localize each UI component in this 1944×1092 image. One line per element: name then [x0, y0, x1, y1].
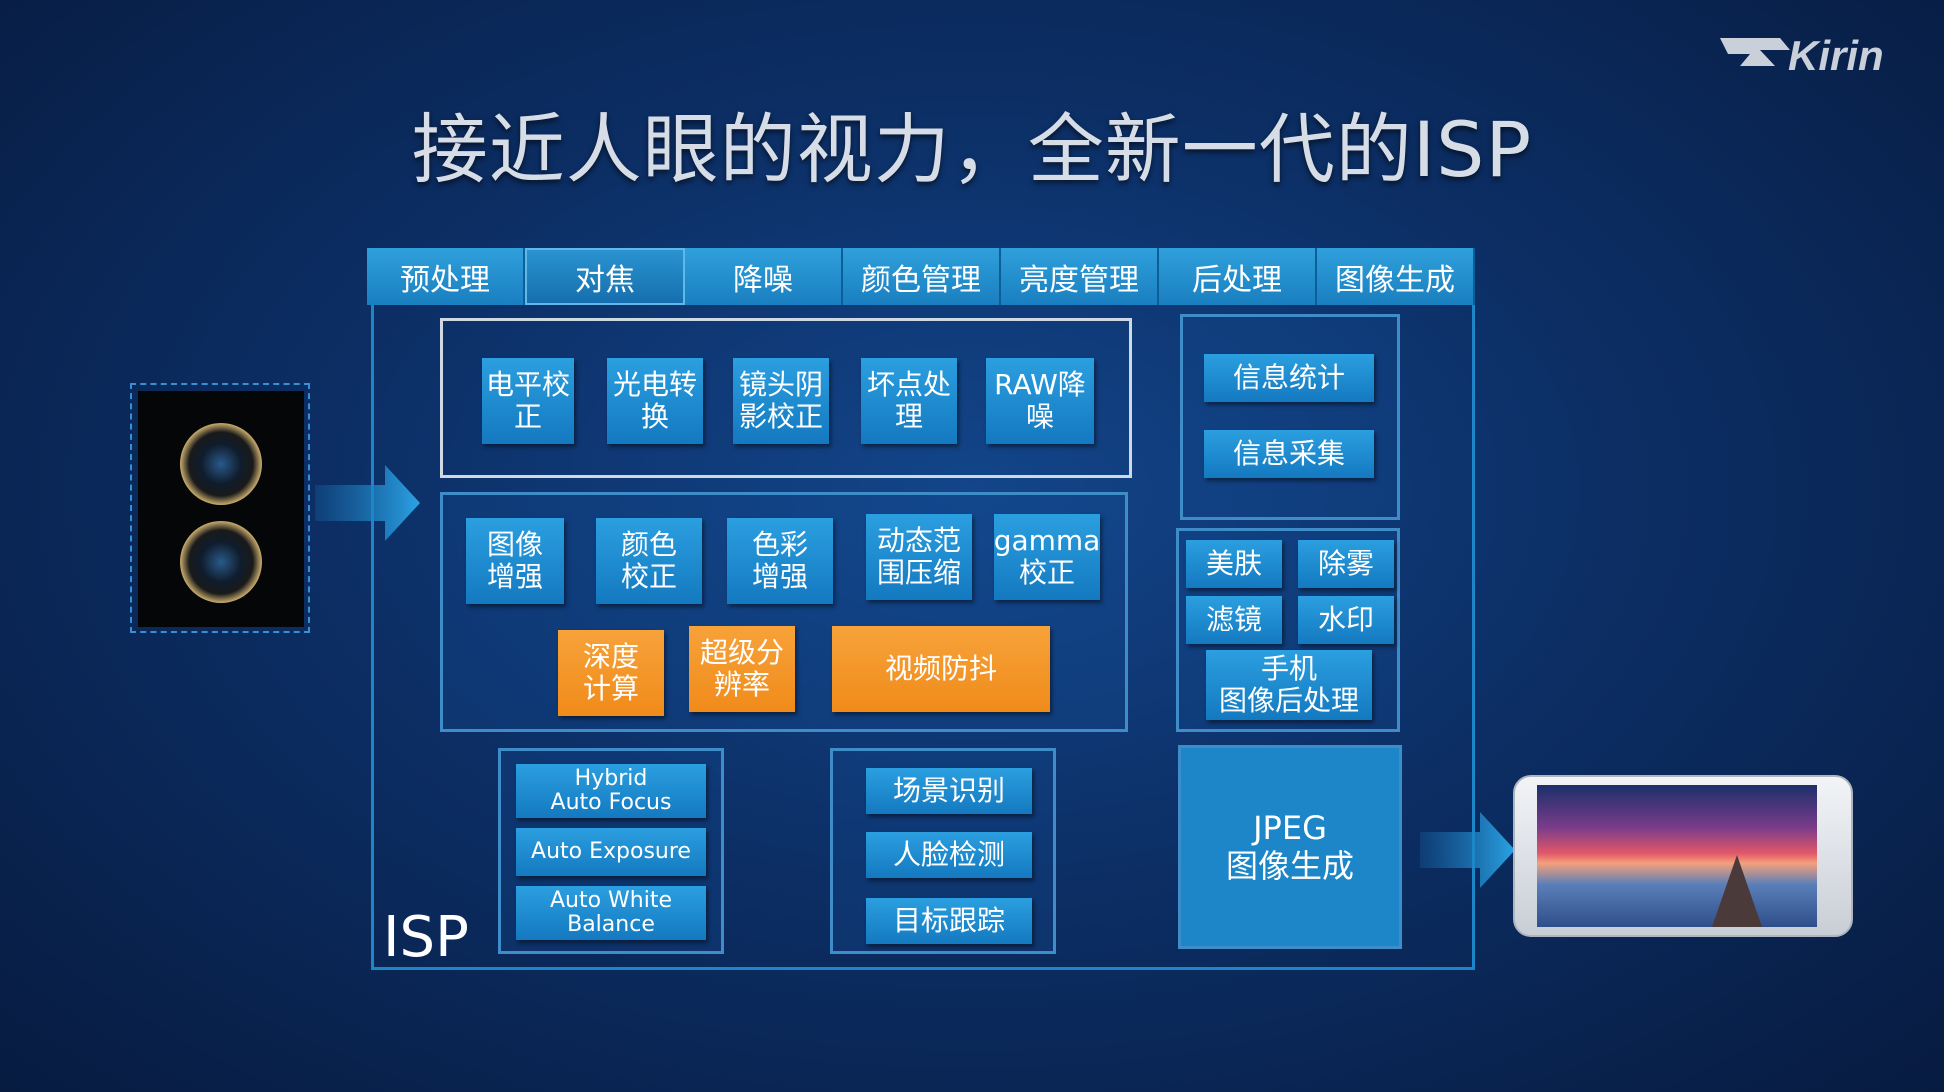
watermark-block: 水印 [1298, 596, 1394, 644]
face-detection-block: 人脸检测 [866, 832, 1032, 878]
filter-block: 滤镜 [1186, 596, 1282, 644]
stage-bar: 预处理 对焦 降噪 颜色管理 亮度管理 后处理 图像生成 [367, 248, 1475, 305]
video-stabilization-block: 视频防抖 [832, 626, 1050, 712]
gamma-correction-block: gamma 校正 [994, 514, 1100, 600]
jpeg-generation-block: JPEG 图像生成 [1178, 745, 1402, 949]
dehaze-block: 除雾 [1298, 540, 1394, 588]
bad-pixel-block: 坏点处 理 [861, 358, 957, 444]
arrow-right-icon [1420, 812, 1515, 888]
dynamic-range-compression-block: 动态范 围压缩 [866, 514, 972, 600]
raw-denoise-block: RAW降 噪 [986, 358, 1094, 444]
depth-computation-block: 深度 计算 [558, 630, 664, 716]
image-enhance-block: 图像 增强 [466, 518, 564, 604]
phone-screen [1537, 785, 1817, 927]
auto-exposure-block: Auto Exposure [516, 828, 706, 876]
stage-image-generation: 图像生成 [1317, 248, 1475, 305]
stage-focus: 对焦 [525, 248, 685, 305]
arrow-right-icon [315, 465, 420, 541]
stage-color-management: 颜色管理 [843, 248, 1001, 305]
level-correction-block: 电平校 正 [482, 358, 574, 444]
camera-lens-top [180, 423, 262, 505]
object-tracking-block: 目标跟踪 [866, 898, 1032, 944]
phone-icon [1513, 775, 1853, 937]
hybrid-auto-focus-block: Hybrid Auto Focus [516, 764, 706, 818]
scene-recognition-block: 场景识别 [866, 768, 1032, 814]
dual-camera-icon [130, 383, 310, 633]
stage-preprocess: 预处理 [367, 248, 525, 305]
statistics-group [1180, 314, 1400, 520]
isp-label: ISP [383, 905, 469, 970]
skin-beautify-block: 美肤 [1186, 540, 1282, 588]
phone-post-processing-block: 手机 图像后处理 [1206, 650, 1372, 720]
kirin-logo: Kirin [1720, 30, 1900, 82]
auto-white-balance-block: Auto White Balance [516, 886, 706, 940]
super-resolution-block: 超级分 辨率 [689, 626, 795, 712]
photoelectric-conversion-block: 光电转 换 [607, 358, 703, 444]
stage-denoise: 降噪 [685, 248, 843, 305]
info-collection-block: 信息采集 [1204, 430, 1374, 478]
kirin-logo-icon [1720, 38, 1790, 66]
stage-postprocess: 后处理 [1159, 248, 1317, 305]
color-correction-block: 颜色 校正 [596, 518, 702, 604]
info-statistics-block: 信息统计 [1204, 354, 1374, 402]
kirin-logo-text: Kirin [1788, 32, 1884, 79]
camera-lens-bottom [180, 521, 262, 603]
lens-shading-correction-block: 镜头阴 影校正 [733, 358, 829, 444]
raw-processing-group [440, 318, 1132, 478]
slide-title: 接近人眼的视力，全新一代的ISP [411, 105, 1533, 194]
color-enhance-block: 色彩 增强 [727, 518, 833, 604]
stage-brightness-management: 亮度管理 [1001, 248, 1159, 305]
